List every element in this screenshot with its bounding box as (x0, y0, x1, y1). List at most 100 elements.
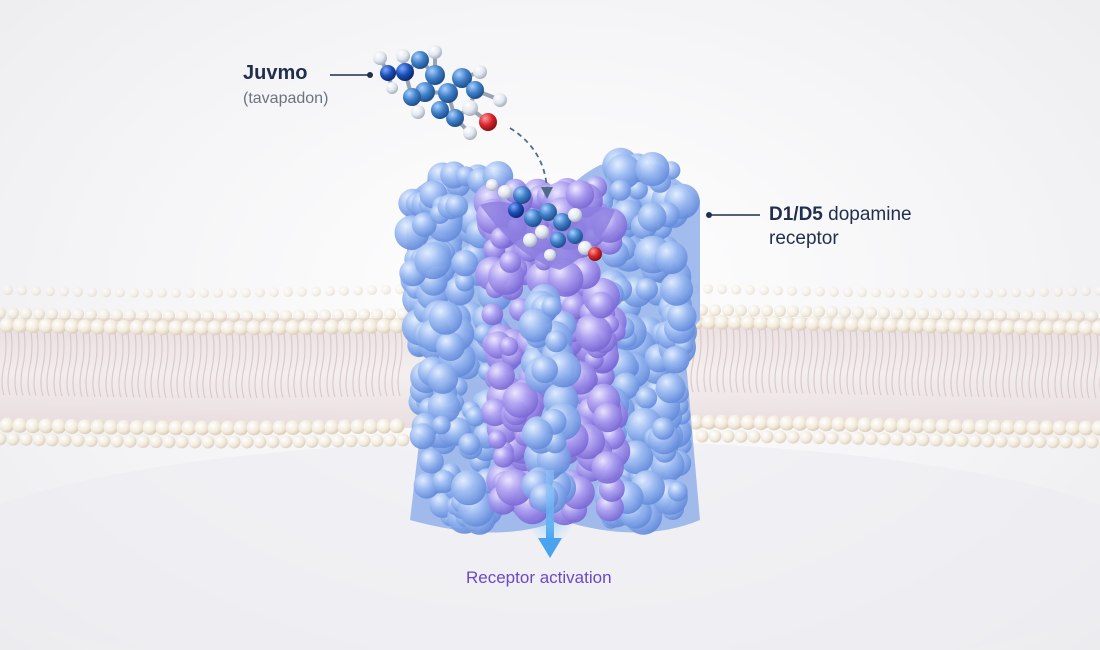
lipid-head (285, 420, 301, 436)
lipid-head (110, 434, 124, 448)
lipid-tail (287, 327, 293, 398)
receptor-subunit-sphere (545, 330, 568, 353)
lipid-head (162, 435, 176, 449)
receptor-subunit-sphere (635, 278, 658, 301)
lipid-head (150, 309, 162, 322)
lipid-head (59, 286, 69, 297)
receptor-subunit-sphere (428, 301, 463, 335)
lipid-head (805, 316, 821, 332)
lipid-head (241, 287, 251, 298)
lipid-head (801, 286, 811, 297)
lipid-head (77, 319, 93, 335)
lipid-head (1091, 320, 1100, 336)
lipid-tail (852, 324, 858, 395)
lipid-tail (807, 323, 813, 394)
receptor-subunit-sphere (427, 363, 459, 394)
ligand-atom (486, 179, 498, 191)
receptor-subunit-sphere (593, 402, 623, 433)
lipid-head (792, 315, 808, 331)
lipid-head (149, 435, 163, 449)
lipid-head (20, 307, 32, 320)
receptor-subunit-sphere (660, 272, 694, 306)
lipid-tail (937, 326, 943, 397)
lipid-tail (930, 325, 936, 397)
lipid-head (136, 434, 150, 448)
receptor-label: D1/D5 dopamine receptor (769, 203, 912, 251)
lipid-tail (215, 327, 221, 399)
lipid-head (703, 283, 713, 294)
lipid-head (818, 316, 834, 332)
lipid-head (731, 284, 741, 295)
lipid-tail (1034, 327, 1040, 398)
receptor-subunit-sphere (587, 291, 615, 319)
lipid-tail (950, 326, 956, 397)
lipid-head (0, 432, 7, 446)
ligand-atom (493, 93, 507, 107)
lipid-tail (969, 326, 975, 397)
lipid-head (969, 287, 979, 298)
lipid-tail (703, 322, 709, 393)
lipid-head (812, 431, 826, 445)
lipid-tail (176, 327, 182, 399)
lipid-head (761, 304, 773, 317)
lipid-head (199, 287, 209, 298)
receptor-subunit-sphere (419, 449, 444, 474)
lipid-head (371, 308, 383, 321)
lipid-head (956, 308, 968, 321)
binding-arrow (509, 127, 548, 191)
lipid-head (935, 418, 951, 434)
lipid-head (319, 309, 331, 322)
lipid-head (297, 286, 307, 297)
lipid-head (168, 320, 184, 336)
lipid-tail (397, 325, 403, 397)
lipid-head (857, 417, 873, 433)
lipid-head (753, 315, 769, 331)
ligand-atom (513, 186, 531, 204)
lipid-head (363, 418, 379, 434)
lipid-tail (326, 326, 332, 398)
lipid-head (995, 309, 1007, 322)
lipid-tail (943, 326, 949, 397)
lipid-tail (716, 322, 722, 393)
lipid-head (955, 287, 965, 298)
lipid-head (909, 318, 925, 334)
lipid-head (1046, 435, 1060, 449)
lipid-head (129, 319, 145, 335)
lipid-head (298, 419, 314, 435)
lipid-head (987, 319, 1003, 335)
lipid-head (350, 419, 366, 435)
lipid-head (7, 307, 19, 320)
lipid-head (383, 433, 397, 447)
receptor-subunit-sphere (591, 451, 624, 484)
lipid-head (64, 418, 80, 434)
lipid-head (864, 432, 878, 446)
lipid-head (306, 309, 318, 322)
lipid-head (259, 320, 275, 336)
lipid-head (815, 286, 825, 297)
lipid-head (818, 416, 834, 432)
lipid-head (968, 434, 982, 448)
lipid-head (1026, 420, 1042, 436)
lipid-tail (891, 325, 897, 396)
lipid-head (701, 314, 717, 330)
activation-arrow (538, 470, 562, 558)
lipid-head (974, 319, 990, 335)
lipid-head (32, 433, 46, 447)
lipid-head (727, 414, 743, 430)
lipid-head (948, 419, 964, 435)
lipid-head (714, 414, 730, 430)
lipid-tail (800, 323, 806, 394)
lipid-tail (33, 325, 39, 396)
lipid-tail (391, 325, 397, 397)
lipid-head (137, 309, 149, 322)
lipid-head (838, 431, 852, 445)
lipid-head (891, 307, 903, 320)
lipid-head (51, 318, 67, 334)
ligand-atom (479, 113, 497, 131)
lipid-tail (280, 327, 286, 398)
receptor-label-line1: D1/D5 dopamine (769, 203, 912, 227)
lipid-tail (248, 327, 254, 399)
lipid-head (168, 420, 184, 436)
lipid-tail (124, 327, 130, 398)
receptor-subunit-sphere (451, 249, 479, 277)
